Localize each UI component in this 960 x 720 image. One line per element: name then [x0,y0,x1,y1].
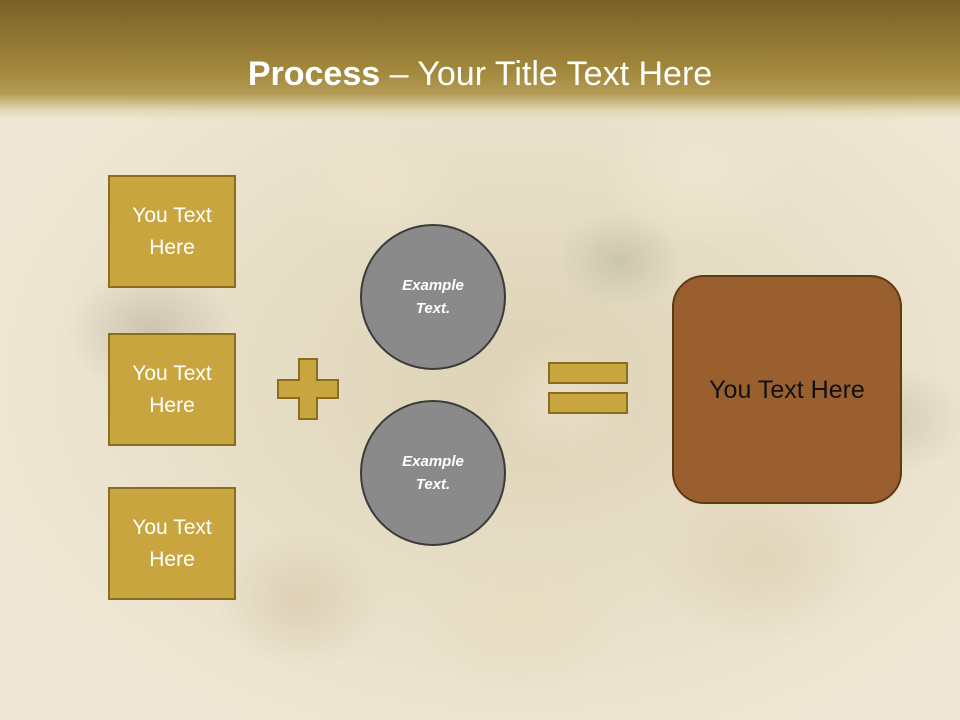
result-box: You Text Here [672,275,902,504]
text-box-2: You Text Here [108,333,236,446]
example-circle-2: Example Text. [360,400,506,546]
text-box-1: You Text Here [108,175,236,288]
example-circle-1: Example Text. [360,224,506,370]
plus-icon [277,358,339,420]
slide-title: Process – Your Title Text Here [0,52,960,96]
title-bold: Process [247,55,381,93]
title-bar [0,0,960,120]
text-box-3: You Text Here [108,487,236,600]
equals-icon [548,362,628,414]
title-rest: – Your Title Text Here [380,55,713,93]
